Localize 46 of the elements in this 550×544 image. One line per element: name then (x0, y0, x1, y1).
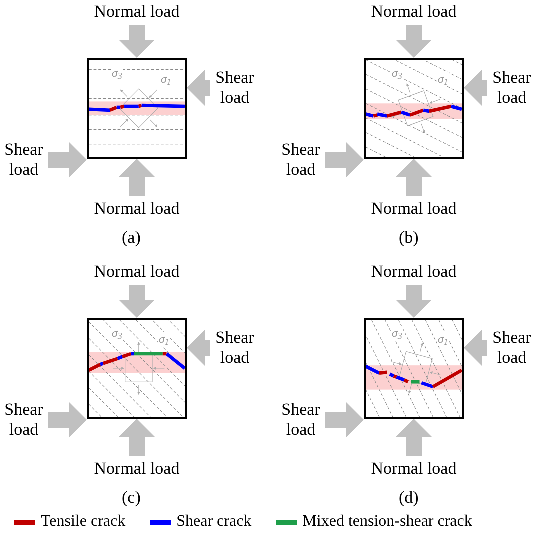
load-arrow (119, 159, 155, 196)
load-arrow (464, 70, 487, 106)
load-label: Shear load (489, 328, 535, 368)
legend-label: Tensile crack (41, 512, 126, 532)
load-label: Shear load (212, 68, 258, 108)
load-label: Normal load (87, 262, 187, 282)
load-arrow (396, 285, 432, 318)
specimen-box (87, 58, 187, 159)
load-label: Shear load (2, 400, 46, 440)
load-label: Normal load (87, 199, 187, 219)
stress-label: σ$_{1}$ (437, 72, 450, 86)
load-label: Normal load (87, 2, 187, 22)
panel-caption: (a) (122, 228, 141, 248)
load-arrow (48, 402, 87, 438)
stress-label: σ$_{3}$ (111, 326, 124, 340)
load-label: Shear load (279, 140, 323, 180)
load-label: Shear load (489, 68, 535, 108)
panel-caption: (b) (399, 228, 419, 248)
load-arrow (396, 25, 432, 58)
stress-label: σ$_{3}$ (111, 66, 124, 80)
load-label: Normal load (364, 262, 464, 282)
load-label: Normal load (364, 2, 464, 22)
load-label: Normal load (87, 459, 187, 479)
stress-label: σ$_{3}$ (391, 326, 404, 340)
panel-caption: (d) (399, 488, 419, 508)
load-arrow (119, 25, 155, 58)
load-arrow (325, 402, 364, 438)
load-arrow (396, 419, 432, 456)
load-arrow (48, 142, 87, 178)
load-arrow (325, 142, 364, 178)
legend-label: Mixed tension-shear crack (302, 512, 472, 532)
load-arrow (119, 285, 155, 318)
load-arrow (187, 70, 210, 106)
stress-label: σ$_{1}$ (437, 332, 450, 346)
legend-label: Shear crack (176, 512, 252, 532)
load-label: Normal load (364, 199, 464, 219)
panel-caption: (c) (122, 488, 141, 508)
load-label: Shear load (279, 400, 323, 440)
load-arrow (464, 330, 487, 366)
load-arrow (119, 419, 155, 456)
load-arrow (187, 330, 210, 366)
load-arrow (396, 159, 432, 196)
stress-label: σ$_{1}$ (158, 332, 170, 346)
load-label: Shear load (2, 140, 46, 180)
load-label: Normal load (364, 459, 464, 479)
load-label: Shear load (212, 328, 258, 368)
